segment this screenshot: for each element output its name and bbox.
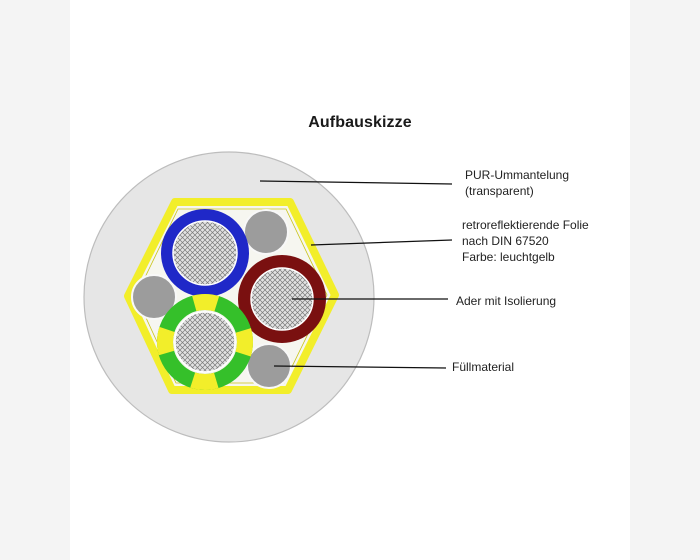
label-jacket-line-2: (transparent) (465, 184, 534, 198)
filler-top (243, 209, 289, 255)
diagram-title: Aufbauskizze (308, 114, 412, 131)
core-green-yellow-conductor (174, 311, 236, 373)
right-margin-band (630, 0, 700, 560)
label-filler-line-1: Füllmaterial (452, 360, 515, 374)
label-foil-line-3: Farbe: leuchtgelb (462, 250, 555, 264)
leader-line-foil (310, 239, 453, 246)
label-core: Ader mit Isolierung (456, 293, 556, 309)
label-foil: retroreflektierende Folie nach DIN 67520… (462, 217, 589, 265)
label-jacket: PUR-Ummantelung (transparent) (465, 167, 569, 199)
label-foil-line-2: nach DIN 67520 (462, 234, 549, 248)
label-filler: Füllmaterial (452, 359, 514, 375)
filler-left (131, 274, 177, 320)
leader-line-jacket (259, 180, 453, 185)
label-core-line-1: Ader mit Isolierung (456, 294, 557, 308)
label-jacket-line-1: PUR-Ummantelung (465, 168, 570, 182)
core-green-yellow-stripe (157, 294, 253, 390)
leader-line-filler (273, 365, 447, 369)
core-blue-conductor (172, 220, 238, 286)
label-foil-line-1: retroreflektierende Folie (462, 218, 589, 232)
left-margin-band (0, 0, 70, 560)
